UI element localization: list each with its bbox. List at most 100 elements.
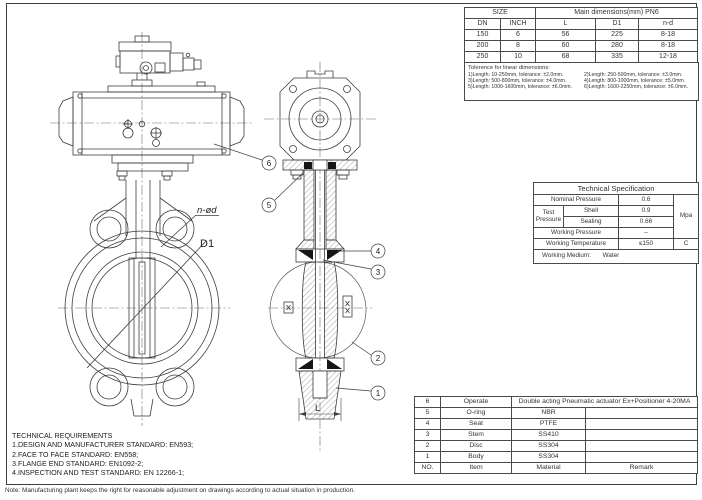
pressure-unit: Mpa [672, 194, 700, 239]
balloon-5: 5 [261, 172, 304, 213]
table-row: 5 O-ring NBR [414, 407, 698, 419]
n-od-label: n-ød [197, 205, 217, 216]
col-d1: D1 [595, 18, 639, 30]
tolerance-item: 6)Length: 1600-2250mm, tolerance: ±6.0mm… [584, 83, 689, 90]
sealing-value: 0.66 [618, 216, 674, 228]
table-row: 2 Disc SS304 [414, 440, 698, 452]
parts-table-header-row: NO. Item Material Remark [414, 462, 698, 474]
weld-marker-right [342, 295, 353, 318]
disc-front-edge [128, 257, 156, 359]
front-view: D1 n-ød [50, 32, 252, 426]
mounting-bracket [93, 154, 194, 258]
tolerance-item: 2)Length: 250-500mm, tolerance: ±3.0mm. [584, 71, 683, 78]
size-group-label: SIZE [464, 7, 536, 19]
temp-unit: C [672, 238, 700, 250]
balloon-3: 3 [322, 259, 386, 280]
bottom-plug [298, 370, 342, 420]
tolerance-title: Tolerence for linear dimensions: [468, 65, 550, 71]
spec-title: Technical Specification [532, 182, 700, 195]
balloon-callouts: 6 5 4 3 2 [213, 143, 386, 401]
valve-body-front [64, 209, 220, 417]
table-row: Test Pressure Shell 0.9 [533, 205, 699, 228]
col-l: L [535, 18, 596, 30]
col-no: NO. [414, 462, 441, 474]
svg-text:1: 1 [376, 389, 381, 398]
col-dn: DN [464, 18, 501, 30]
working-temp-label: Working Temperature [533, 238, 619, 250]
technical-specification-table: Technical Specification Nominal Pressure… [532, 182, 700, 264]
tolerance-items: 1)Length: 10-250mm, tolerance: ±2.0mm. 2… [468, 72, 695, 91]
balloon-1: 1 [335, 385, 386, 401]
balloon-4: 4 [337, 243, 386, 259]
actuator-port-marks [122, 119, 162, 147]
positioner [107, 35, 216, 93]
bolt-lugs [89, 209, 195, 407]
actuator-right-cap [229, 96, 245, 147]
technical-requirements: TECHNICAL REQUIREMENTS 1.DESIGN AND MANU… [12, 431, 193, 477]
l-label: L [315, 403, 320, 413]
test-pressure-label: Test Pressure [533, 205, 564, 228]
col-inch: INCH [500, 18, 536, 30]
parts-material-table: 6 Operate Double acting Pneumatic actuat… [414, 396, 698, 474]
balloon-2: 2 [351, 341, 386, 366]
requirement-line: 3.FLANGE END STANDARD: EN1092-2; [12, 458, 144, 468]
table-row: 200 8 60 280 8-18 [464, 40, 699, 52]
working-pressure-label: Working Pressure [533, 227, 619, 239]
top-flange-plate [282, 159, 358, 180]
svg-text:3: 3 [376, 268, 381, 277]
working-pressure-value: -- [618, 227, 674, 239]
tolerance-item: 3)Length: 500-800mm, tolerance: ±4.0mm. [468, 77, 567, 84]
tolerance-item: 5)Length: 1000-1600mm, tolerance: ±6.0mm… [468, 83, 573, 90]
actuator-left-cap [58, 96, 74, 147]
table-row: 1 Body SS304 [414, 451, 698, 463]
weld-marker-left [283, 301, 294, 314]
working-medium-value: Water [602, 252, 620, 260]
shell-value: 0.9 [618, 205, 674, 217]
table-row: 6 Operate Double acting Pneumatic actuat… [414, 396, 698, 408]
nominal-pressure-label: Nominal Pressure [533, 194, 619, 206]
manufacturing-note: Note: Manufacturing plant keeps the righ… [5, 487, 355, 494]
requirement-line: 2.FACE TO FACE STANDARD: EN558; [12, 449, 139, 459]
o-ring-seal-left [304, 162, 312, 169]
balloon-6: 6 [213, 143, 277, 171]
pneumatic-actuator [58, 91, 245, 156]
shell-label: Shell [563, 205, 619, 217]
table-row: Working Temperature ≤150 C [533, 238, 700, 250]
tolerance-note-box: Tolerence for linear dimensions: 1)Lengt… [464, 62, 699, 101]
table-row: 250 10 68 335 12-18 [464, 51, 699, 63]
size-table-column-header: DN INCH L D1 n-d [464, 18, 699, 30]
col-remark: Remark [585, 462, 698, 474]
main-dimensions-label: Main dimensions(mm) PN6 [534, 7, 699, 19]
svg-text:5: 5 [267, 201, 272, 210]
svg-text:4: 4 [376, 247, 381, 256]
section-view: L [264, 62, 376, 452]
requirement-line: 1.DESIGN AND MANUFACTURER STANDARD: EN59… [12, 440, 194, 450]
technical-requirements-title: TECHNICAL REQUIREMENTS [12, 431, 113, 440]
col-item: Item [440, 462, 512, 474]
table-row: 3 Stem SS410 [414, 429, 698, 441]
svg-text:6: 6 [267, 159, 272, 168]
working-medium-label: Working Medium: [542, 252, 591, 260]
operate-material: Double acting Pneumatic actuator Ex+Posi… [511, 396, 698, 408]
working-temp-value: ≤150 [618, 238, 674, 250]
neck-section [295, 169, 345, 262]
table-row: 4 Seat PTFE [414, 418, 698, 430]
tolerance-item: 4)Length: 800-1000mm, tolerance: ±5.0mm. [584, 77, 686, 84]
d1-label: D1 [200, 238, 214, 250]
n-od-callout: n-ød [160, 205, 219, 248]
positioner-connector [169, 52, 184, 72]
table-row: 150 6 56 225 8-18 [464, 29, 699, 41]
table-row: Working Medium: Water [532, 249, 700, 264]
table-row: Nominal Pressure 0.6 Mpa [533, 194, 700, 239]
svg-text:2: 2 [376, 354, 381, 363]
o-ring-seal-right [328, 162, 336, 169]
requirement-line: 4.INSPECTION AND TEST STANDARD: EN 12266… [12, 468, 185, 478]
tolerance-item: 1)Length: 10-250mm, tolerance: ±2.0mm. [468, 71, 564, 78]
col-material: Material [511, 462, 586, 474]
actuator-end-view [279, 70, 361, 161]
nominal-pressure-value: 0.6 [618, 194, 674, 206]
d1-dimension: D1 [86, 238, 214, 369]
l-dimension: L [298, 398, 342, 421]
